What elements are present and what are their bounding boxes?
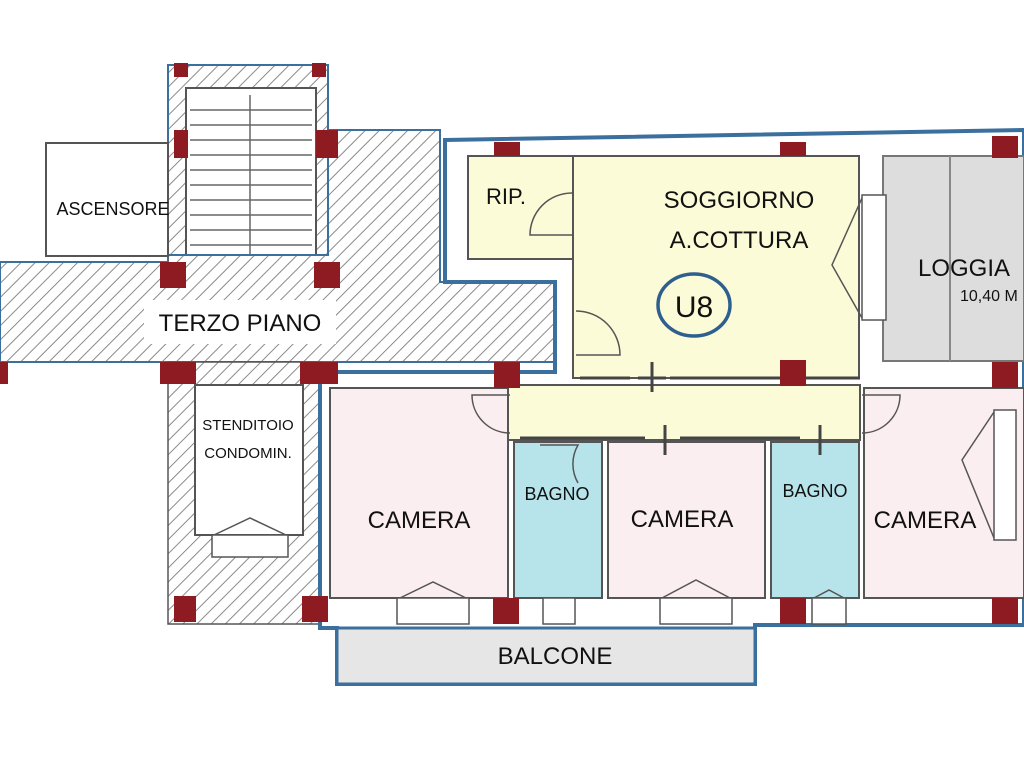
door-camera-3 <box>861 394 901 434</box>
sliding-doors <box>520 362 860 455</box>
door-bagno-1 <box>540 444 580 484</box>
window-camera-1 <box>396 597 470 625</box>
stenditoio-door-frame <box>211 534 289 558</box>
stair-block <box>185 87 317 274</box>
soggiorno-label-line1: SOGGIORNO <box>664 187 815 214</box>
camera-1-room <box>329 387 509 599</box>
door-ripostiglio <box>529 192 573 236</box>
soggiorno-label-line2: A.COTTURA <box>670 227 809 254</box>
balcone-label: BALCONE <box>498 643 613 670</box>
camera-3-window <box>993 409 1017 541</box>
apartment-u8 <box>213 127 1024 686</box>
room-labels: RIP. SOGGIORNO A.COTTURA U8 LOGGIA 10,40… <box>56 184 1017 670</box>
door-bagno-2-balcony <box>813 589 845 599</box>
pillar <box>494 362 520 388</box>
soggiorno-room <box>572 155 860 379</box>
window-bagno-1 <box>542 597 576 625</box>
pillar <box>174 596 196 622</box>
camera-2-room <box>607 441 766 599</box>
door-stenditoio <box>213 517 287 536</box>
pillar <box>493 598 519 624</box>
unit-code-label: U8 <box>675 291 713 324</box>
stenditoio-label-line1: STENDITOIO <box>202 417 293 434</box>
pillar <box>314 262 340 288</box>
door-camera-1 <box>471 394 511 434</box>
door-camera-2-balcony <box>661 579 731 599</box>
terzo-piano-label: TERZO PIANO <box>159 310 322 337</box>
unit-code-circle <box>656 272 732 338</box>
window-camera-2 <box>659 597 733 625</box>
pillar <box>160 262 186 288</box>
ascensore-label: ASCENSORE <box>56 199 169 219</box>
camera-2-label: CAMERA <box>631 506 734 533</box>
pillar <box>300 362 338 384</box>
pillar <box>302 596 328 622</box>
ascensore-shaft <box>45 142 169 257</box>
door-loggia <box>831 197 863 319</box>
window-bagno-2 <box>811 597 847 625</box>
door-swings <box>213 192 995 599</box>
common-area <box>0 64 556 625</box>
pillar <box>316 130 338 158</box>
pillar <box>0 362 8 384</box>
pillar <box>312 63 326 77</box>
stenditoio-label-line2: CONDOMIN. <box>204 445 292 462</box>
loggia-window <box>861 194 887 321</box>
camera-3-label: CAMERA <box>874 507 977 534</box>
pillar <box>780 598 806 624</box>
door-camera-1-balcony <box>399 581 467 599</box>
door-soggiorno <box>575 310 621 356</box>
terzo-piano-landing <box>0 129 556 363</box>
pillar <box>780 142 806 156</box>
pillar <box>992 362 1018 388</box>
stenditoio-room <box>194 384 304 536</box>
bagno-1-room <box>513 441 603 599</box>
pillar <box>174 63 188 77</box>
loggia-area-label: 10,40 M <box>960 288 1018 305</box>
pillar <box>992 136 1018 158</box>
camera-1-label: CAMERA <box>368 507 471 534</box>
door-camera-3-window <box>961 411 995 539</box>
stair-steps <box>190 95 312 270</box>
bagno-1-label: BAGNO <box>524 484 589 504</box>
pillars <box>0 63 1018 624</box>
bagno-2-label: BAGNO <box>782 481 847 501</box>
corridor <box>507 384 861 441</box>
pillar <box>160 362 196 384</box>
window-frames <box>396 597 847 625</box>
pillar <box>174 130 188 158</box>
pillar <box>780 360 806 386</box>
ripostiglio-label: RIP. <box>486 184 526 209</box>
balcone-area <box>335 626 757 686</box>
pillar <box>494 142 520 156</box>
loggia-label: LOGGIA <box>918 255 1010 282</box>
bagno-2-room <box>770 441 860 599</box>
terzo-piano-label-bg <box>144 300 336 344</box>
pillar <box>992 598 1018 624</box>
